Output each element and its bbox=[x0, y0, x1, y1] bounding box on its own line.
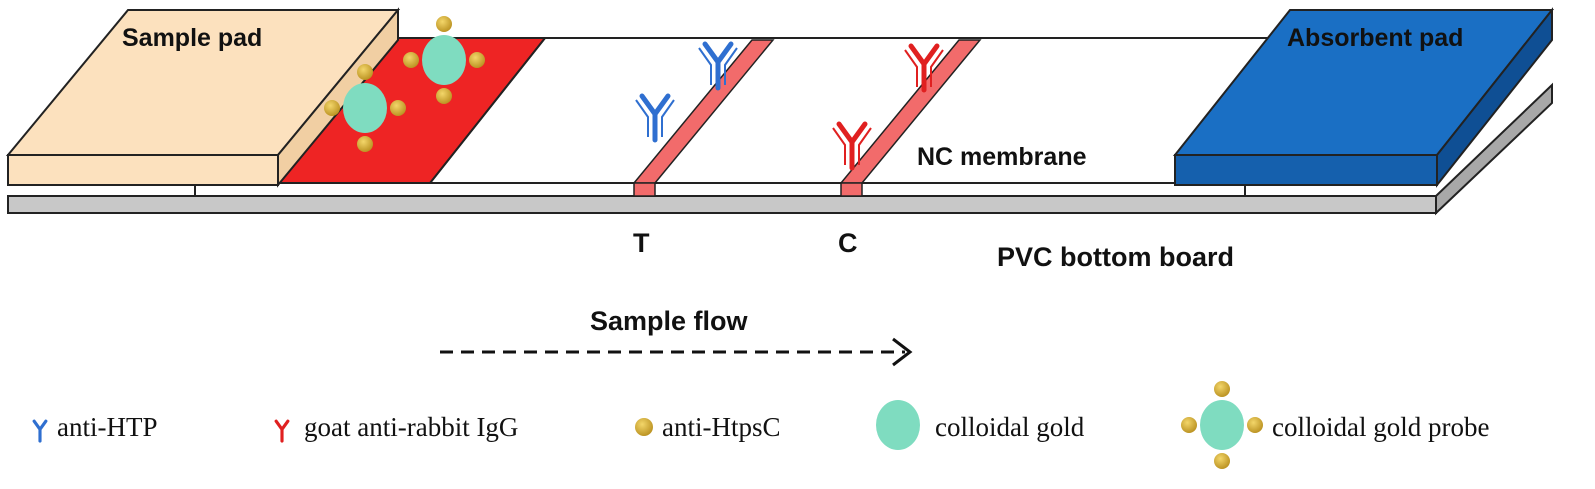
sample-flow-label: Sample flow bbox=[590, 306, 749, 336]
absorbent-pad: Absorbent pad bbox=[1172, 7, 1555, 188]
pvc-board-label: PVC bottom board bbox=[997, 242, 1234, 272]
legend-item-goat-igg: goat anti-rabbit IgG bbox=[274, 412, 518, 443]
colloidal-gold-icon bbox=[876, 400, 920, 450]
anti-htpsc-dot-icon bbox=[635, 418, 653, 436]
test-line-label: T bbox=[633, 228, 650, 258]
legend: anti-HTP goat anti-rabbit IgG anti-HtpsC… bbox=[32, 381, 1489, 469]
test-line bbox=[632, 39, 775, 197]
sample-flow-arrow-icon bbox=[440, 337, 913, 367]
legend-label-goat-igg: goat anti-rabbit IgG bbox=[304, 412, 518, 442]
legend-item-gold-probe: colloidal gold probe bbox=[1181, 381, 1489, 469]
legend-label-anti-htpsc: anti-HtpsC bbox=[662, 412, 781, 442]
nc-membrane-label: NC membrane bbox=[917, 143, 1087, 171]
colloidal-gold-probe-icon bbox=[1181, 381, 1263, 469]
control-line-label: C bbox=[838, 228, 858, 258]
sample-pad: Sample pad bbox=[5, 7, 401, 188]
legend-label-anti-htp: anti-HTP bbox=[57, 412, 158, 442]
sample-pad-label: Sample pad bbox=[122, 24, 262, 52]
absorbent-pad-label: Absorbent pad bbox=[1287, 24, 1463, 52]
legend-label-colloidal-gold: colloidal gold bbox=[935, 412, 1085, 442]
legend-item-colloidal-gold: colloidal gold bbox=[876, 400, 1085, 450]
legend-item-anti-htp: anti-HTP bbox=[32, 412, 158, 443]
legend-label-gold-probe: colloidal gold probe bbox=[1272, 412, 1489, 442]
pvc-bottom-board bbox=[7, 82, 1553, 216]
legend-item-anti-htpsc: anti-HtpsC bbox=[635, 412, 781, 442]
control-line bbox=[839, 39, 982, 197]
